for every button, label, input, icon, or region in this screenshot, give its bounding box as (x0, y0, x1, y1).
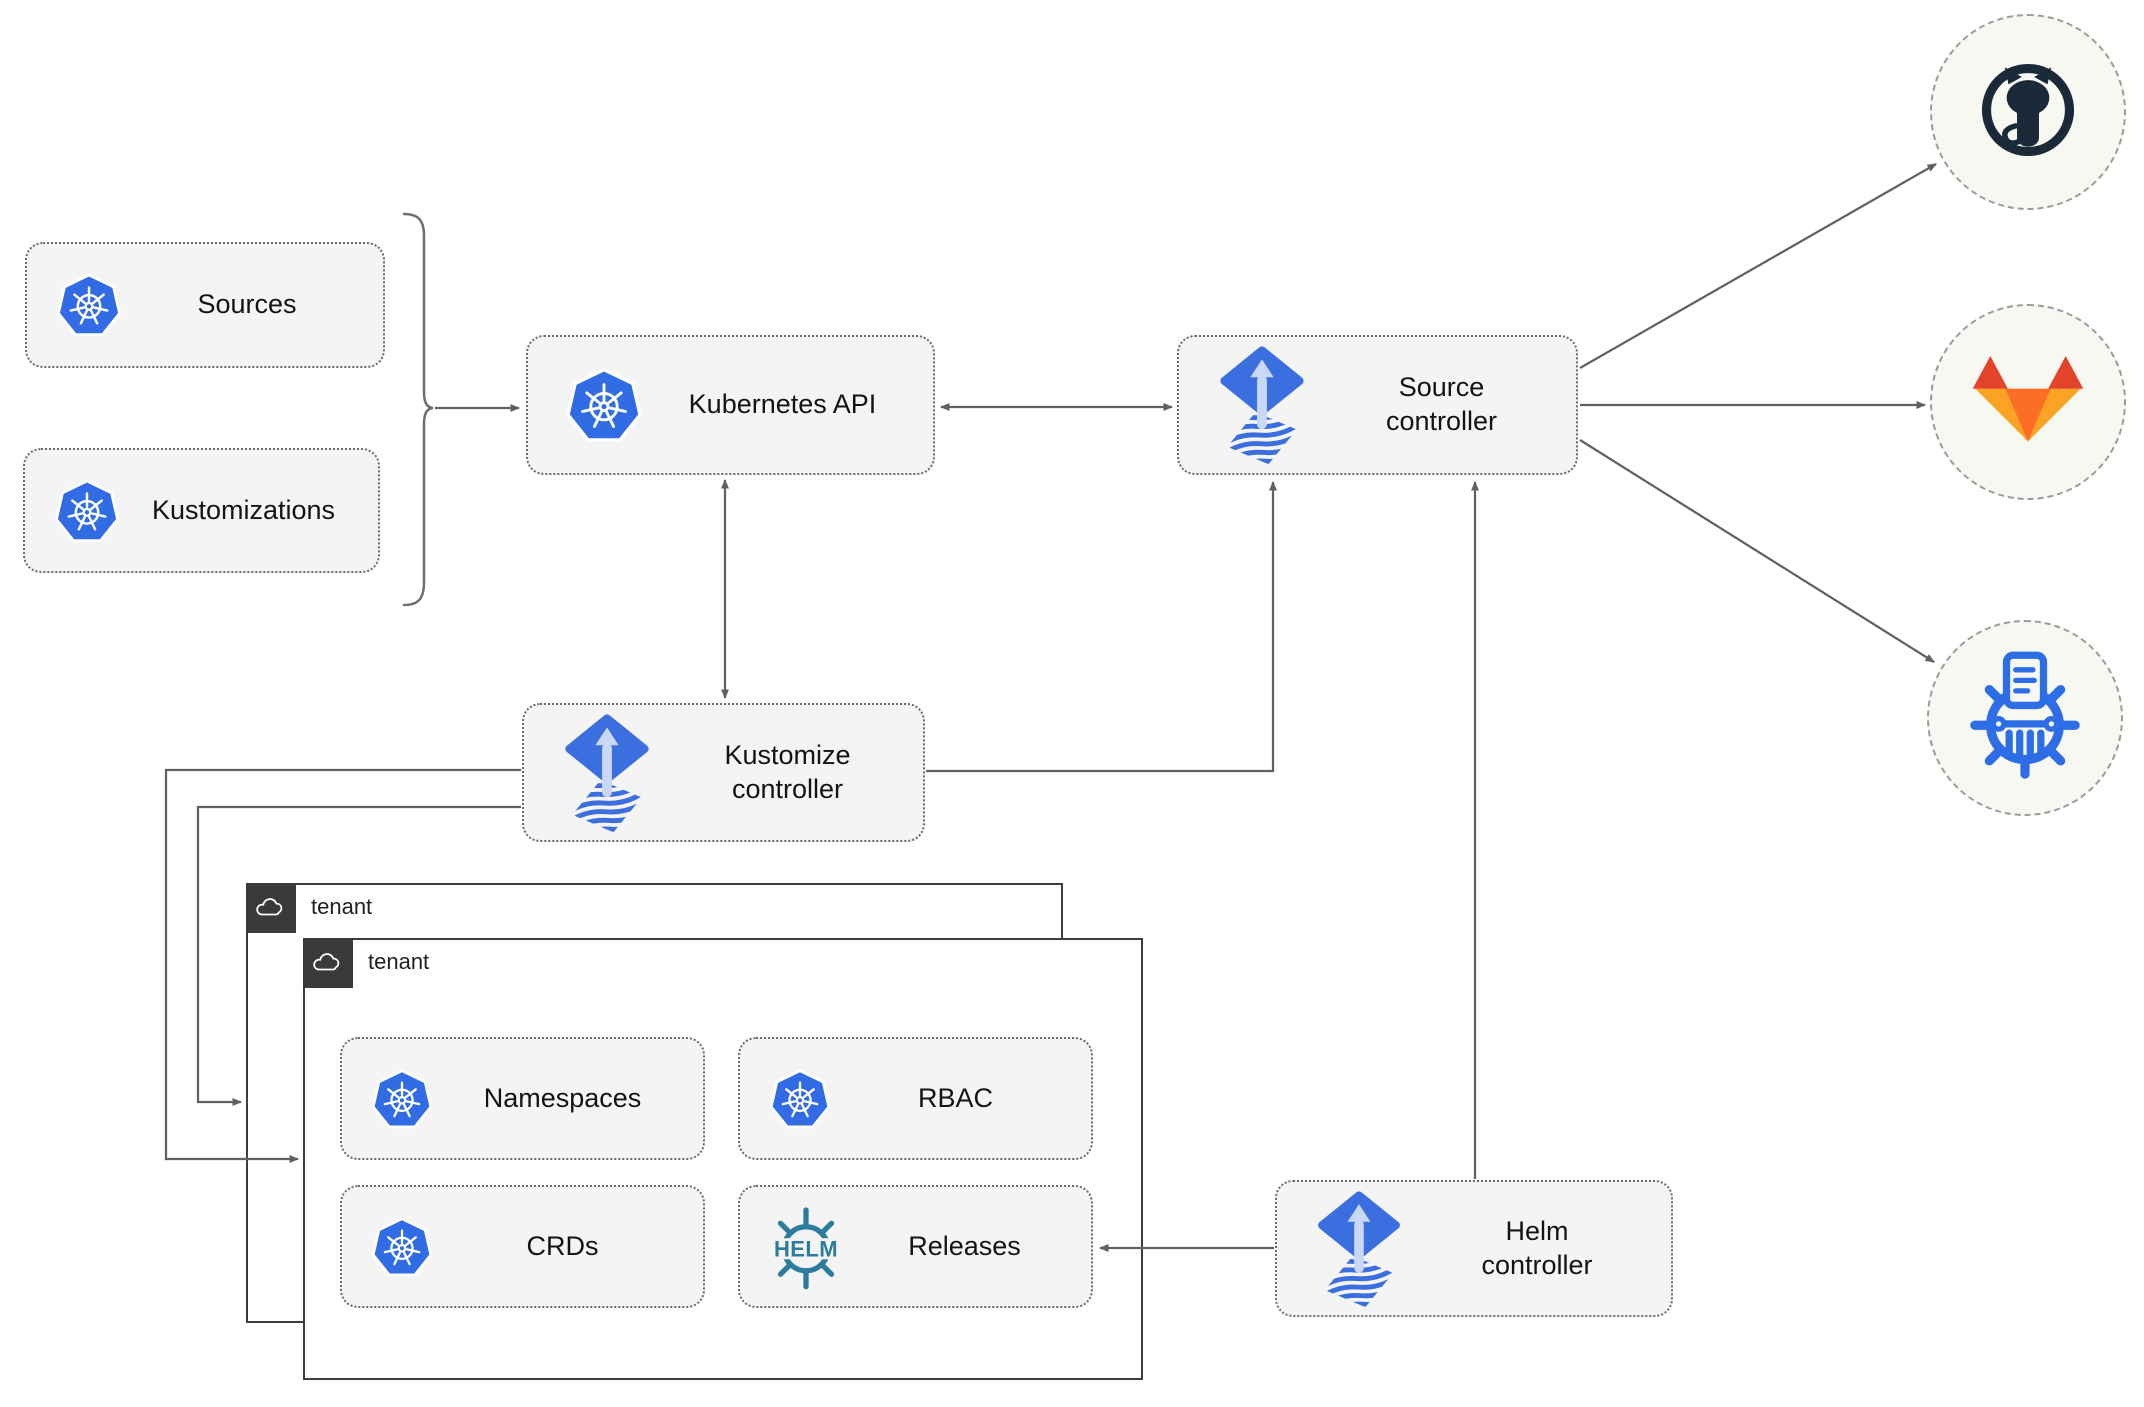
node-kubernetes-api: Kubernetes API (526, 335, 935, 475)
node-source-controller: Source controller (1177, 335, 1578, 475)
node-namespaces: Namespaces (340, 1037, 705, 1160)
cloud-icon (303, 938, 353, 988)
node-label: CRDs (526, 1230, 599, 1261)
kubernetes-icon (370, 1067, 434, 1131)
node-label: Namespaces (483, 1082, 642, 1113)
edge-source-controller-to-github (1579, 163, 1937, 369)
kubernetes-icon (370, 1215, 434, 1279)
kubernetes-icon (768, 1067, 832, 1131)
node-label: Helm controller (1481, 1215, 1593, 1280)
node-label: RBAC (917, 1082, 993, 1113)
svg-text:HELM: HELM (774, 1236, 838, 1261)
edge-kustomize-controller-to-source-controller (926, 481, 1277, 773)
helm-icon: HELM (762, 1203, 850, 1291)
tenant-label: tenant (311, 894, 373, 919)
github-provider (1930, 14, 2126, 210)
node-label: Kubernetes API (688, 389, 877, 420)
group-brace (402, 212, 434, 607)
node-label: Source controller (1385, 372, 1498, 436)
node-rbac: RBAC (738, 1037, 1093, 1160)
node-label: Kustomizations (151, 494, 336, 525)
node-kustomizations: Kustomizations (23, 448, 380, 573)
helm-repository-provider (1927, 620, 2123, 816)
tenant-label: tenant (368, 949, 430, 974)
flux-icon (562, 713, 652, 833)
kubernetes-icon (564, 365, 644, 445)
cloud-icon (246, 883, 296, 933)
gitlab-icon (1965, 351, 2091, 454)
node-label: Sources (197, 289, 297, 320)
node-kustomize-controller: Kustomize controller (522, 703, 925, 842)
kubernetes-icon (55, 271, 123, 339)
flux-icon (1315, 1190, 1403, 1308)
node-crds: CRDs (340, 1185, 705, 1308)
node-releases: HELM Releases (738, 1185, 1093, 1308)
helm-repository-icon (1959, 650, 2091, 787)
node-label: Releases (908, 1230, 1021, 1261)
gitlab-provider (1930, 304, 2126, 500)
node-sources: Sources (25, 242, 385, 368)
edge-source-controller-to-helm-repository (1579, 439, 1935, 663)
github-icon (1967, 49, 2089, 176)
node-helm-controller: Helm controller (1275, 1180, 1673, 1317)
kubernetes-icon (53, 477, 121, 545)
flux-icon (1217, 345, 1307, 465)
node-label: Kustomize controller (724, 739, 851, 804)
